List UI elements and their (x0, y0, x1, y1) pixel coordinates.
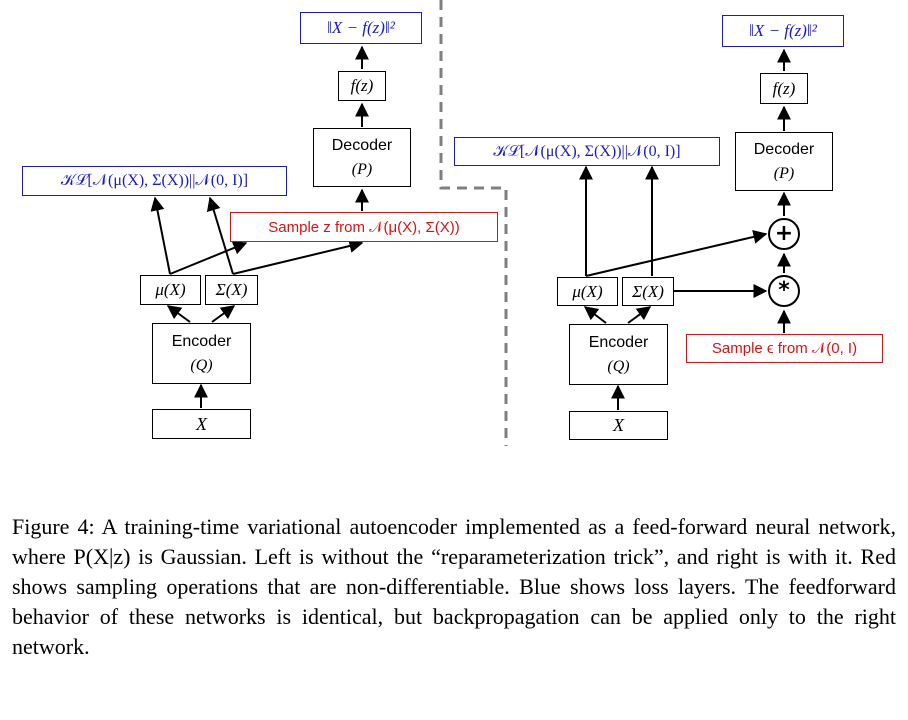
right-decoder-sub: (P) (773, 164, 795, 182)
right-encoder-title: Encoder (588, 333, 649, 351)
divider-line (439, 0, 508, 446)
arrow-encoder-to-sigma-right (627, 306, 652, 324)
right-input-x: X (569, 411, 668, 440)
right-fz-box: f(z) (760, 73, 808, 104)
arrow-mu-to-plus-right (585, 230, 768, 277)
left-decoder-box: Decoder (P) (313, 128, 411, 187)
left-kl-loss: 𝒦ℒ[𝒩(μ(X), Σ(X))||𝒩(0, I)] (22, 166, 287, 196)
left-decoder-sub: (P) (351, 160, 373, 178)
right-decoder-title: Decoder (753, 140, 815, 158)
right-decoder-box: Decoder (P) (735, 132, 833, 191)
right-kl-loss: 𝒦ℒ[𝒩(μ(X), Σ(X))||𝒩(0, I)] (454, 137, 720, 166)
right-sample-epsilon: Sample ϵ from 𝒩(0, I) (686, 334, 883, 363)
right-times-node: * (768, 275, 800, 307)
left-reconstruction-loss: ‖X − f(z)‖² (300, 12, 422, 44)
left-encoder-sub: (Q) (190, 356, 213, 374)
arrow-mu-to-kl-left (150, 196, 171, 275)
arrow-sigma-to-sample-left (232, 239, 364, 275)
left-mu-box: μ(X) (140, 275, 201, 305)
arrow-mu-to-sample-left (169, 241, 248, 275)
right-mu-box: μ(X) (557, 277, 618, 306)
figure-caption: Figure 4: A training-time variational au… (12, 514, 896, 659)
left-decoder-title: Decoder (331, 136, 393, 154)
left-encoder-title: Encoder (171, 332, 232, 350)
left-sample-z: Sample z from 𝒩(μ(X), Σ(X)) (230, 212, 498, 242)
arrow-sigma-to-kl-left (206, 196, 234, 275)
right-plus-node: + (768, 218, 800, 250)
right-reconstruction-loss: ‖X − f(z)‖² (722, 15, 844, 47)
arrow-encoder-to-mu-right (583, 306, 607, 324)
left-fz-box: f(z) (338, 71, 386, 101)
right-sigma-box: Σ(X) (622, 277, 674, 306)
left-encoder-box: Encoder (Q) (152, 323, 251, 384)
left-sigma-box: Σ(X) (205, 275, 258, 305)
right-encoder-sub: (Q) (607, 357, 630, 375)
arrow-encoder-to-sigma-left (211, 305, 236, 323)
right-encoder-box: Encoder (Q) (569, 324, 668, 385)
arrow-encoder-to-mu-left (166, 305, 191, 323)
left-input-x: X (152, 409, 251, 439)
